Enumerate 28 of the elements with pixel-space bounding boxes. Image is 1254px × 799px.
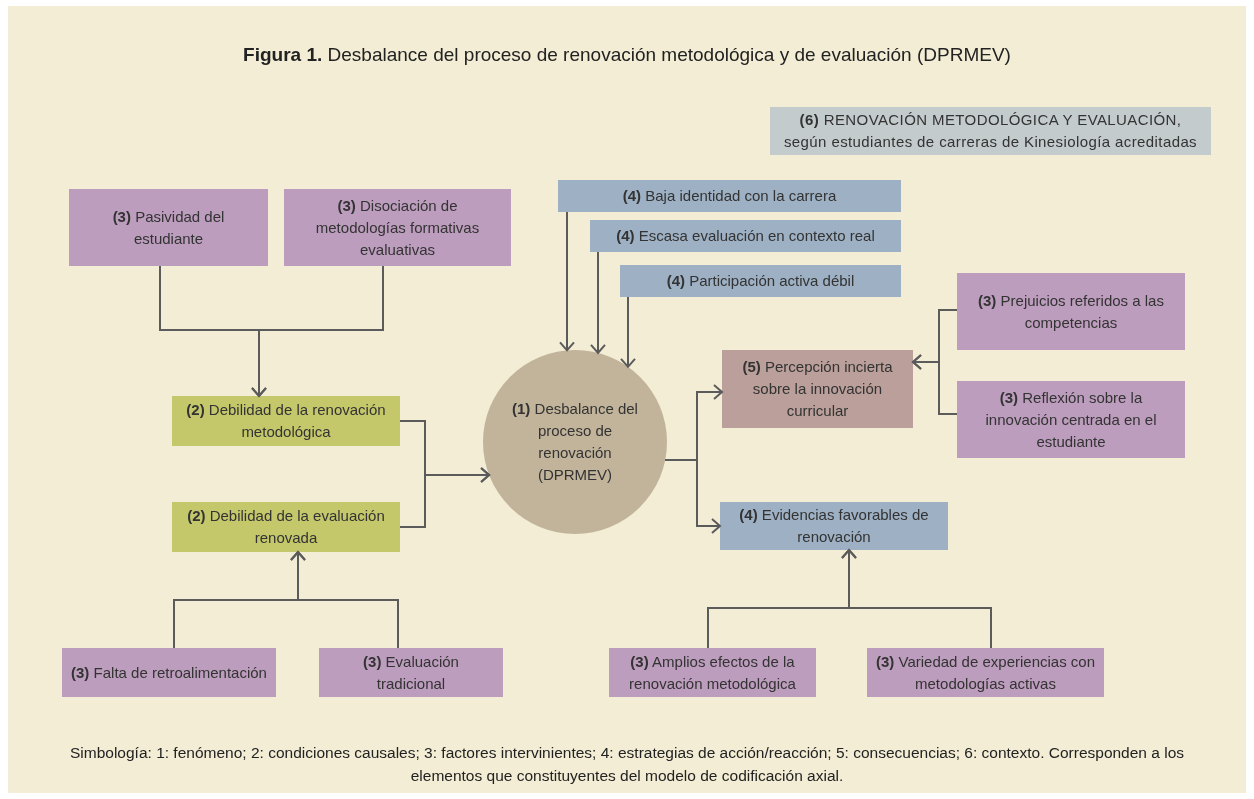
connector-arrow: [290, 551, 399, 649]
context-box: (6) RENOVACIÓN METODOLÓGICA Y EVALUACIÓN, según estudiantes de carreras de Kinesiología acreditadas: [770, 107, 1211, 155]
figure-title: Figura 1. Desbalance del proceso de renovación metodológica y de evaluación (DPRMEV): [242, 44, 1012, 66]
factor-box: (3) Variedad de experiencias con metodologías activas: [867, 648, 1104, 697]
factor-box: (3) Amplios efectos de la renovación metodológica: [609, 648, 816, 697]
consequence-box: (5) Percepción incierta sobre la innovación curricular: [722, 350, 913, 428]
factor-box: (3) Pasividad del estudiante: [69, 189, 268, 266]
condition-box: (2) Debilidad de la renovación metodológica: [172, 396, 400, 446]
strategy-box: (4) Baja identidad con la carrera: [558, 180, 901, 212]
phenomenon-circle: (1) Desbalance del proceso de renovación (DPRMEV): [483, 350, 667, 534]
connector-arrow: [620, 296, 636, 368]
connector-arrow: [251, 265, 384, 397]
factor-box: (3) Disociación de metodologías formativas evaluativas: [284, 189, 511, 266]
connector-arrow: [912, 354, 958, 415]
caption-text: Simbología: 1: fenómeno; 2: condiciones causales; 3: factores intervinientes; 4: estrategias de acción/reacción; 5: consecuencias; 6: contexto. Corresponden a los elementos que constituyentes del modelo de codificación axial.: [68, 743, 1186, 786]
connector-arrow: [559, 211, 575, 352]
factor-box: (3) Evaluación tradicional: [319, 648, 503, 697]
strategy-box: (4) Evidencias favorables de renovación: [720, 502, 948, 550]
factor-box: (3) Prejuicios referidos a las competencias: [957, 273, 1185, 350]
connector-arrow: [590, 251, 606, 354]
strategy-box: (4) Participación activa débil: [620, 265, 901, 297]
strategy-box: (4) Escasa evaluación en contexto real: [590, 220, 901, 252]
connector-arrow: [664, 459, 721, 534]
factor-box: (3) Reflexión sobre la innovación centrada en el estudiante: [957, 381, 1185, 458]
factor-box: (3) Falta de retroalimentación: [62, 648, 276, 697]
condition-box: (2) Debilidad de la evaluación renovada: [172, 502, 400, 552]
connector-arrow: [841, 549, 992, 649]
connector-arrow: [399, 467, 491, 528]
